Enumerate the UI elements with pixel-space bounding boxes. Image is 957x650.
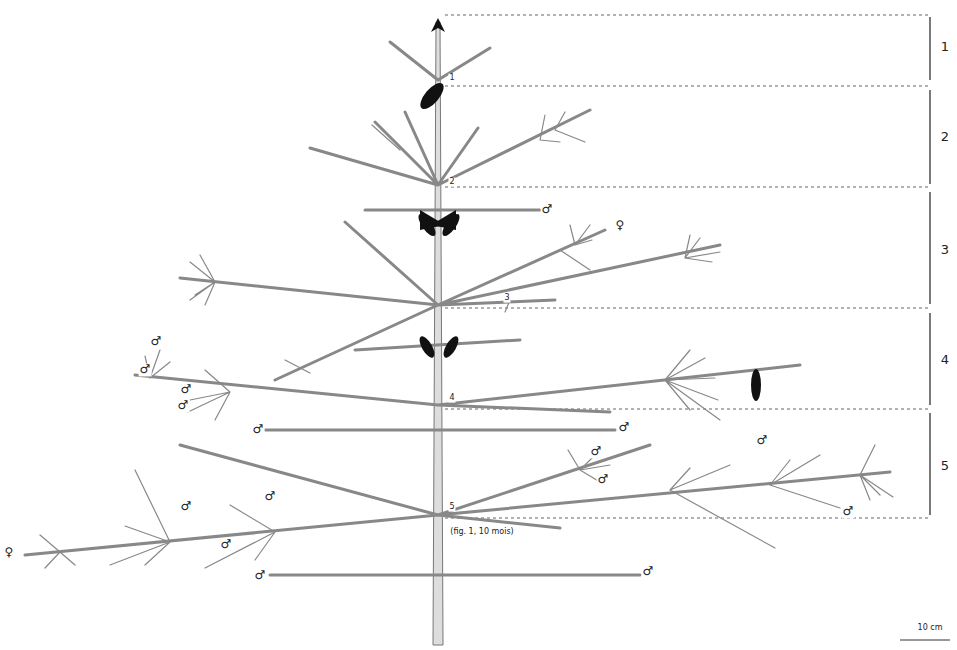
node-number: 1 xyxy=(448,74,455,83)
bracket-number: 5 xyxy=(940,459,950,473)
bracket-number: 4 xyxy=(940,353,950,367)
male-symbol: ♂ xyxy=(254,569,267,582)
age-note: (fig. 1, 10 mois) xyxy=(449,528,514,537)
node-number: 3 xyxy=(503,294,510,303)
male-symbol: ♂ xyxy=(590,445,603,458)
male-symbol: ♂ xyxy=(220,538,233,551)
male-symbol: ♂ xyxy=(139,363,152,376)
node-number: 4 xyxy=(448,394,455,403)
female-symbol: ♀ xyxy=(615,219,626,232)
male-symbol: ♂ xyxy=(180,500,193,513)
male-symbol: ♂ xyxy=(597,473,610,486)
scale-label: 10 cm xyxy=(917,624,944,633)
male-symbol: ♂ xyxy=(264,490,277,503)
node-number: 2 xyxy=(448,178,455,187)
bracket-number: 3 xyxy=(940,243,950,257)
node-number: 5 xyxy=(448,503,455,512)
male-symbol: ♂ xyxy=(756,434,769,447)
male-symbol: ♂ xyxy=(618,421,631,434)
male-symbol: ♂ xyxy=(150,335,163,348)
female-symbol: ♀ xyxy=(4,546,15,559)
male-symbol: ♂ xyxy=(541,203,554,216)
bracket-number: 1 xyxy=(940,40,950,54)
male-symbol: ♂ xyxy=(180,383,193,396)
male-symbol: ♂ xyxy=(177,399,190,412)
male-symbol: ♂ xyxy=(252,423,265,436)
male-symbol: ♂ xyxy=(642,565,655,578)
bracket-number: 2 xyxy=(940,130,950,144)
male-symbol: ♂ xyxy=(842,505,855,518)
